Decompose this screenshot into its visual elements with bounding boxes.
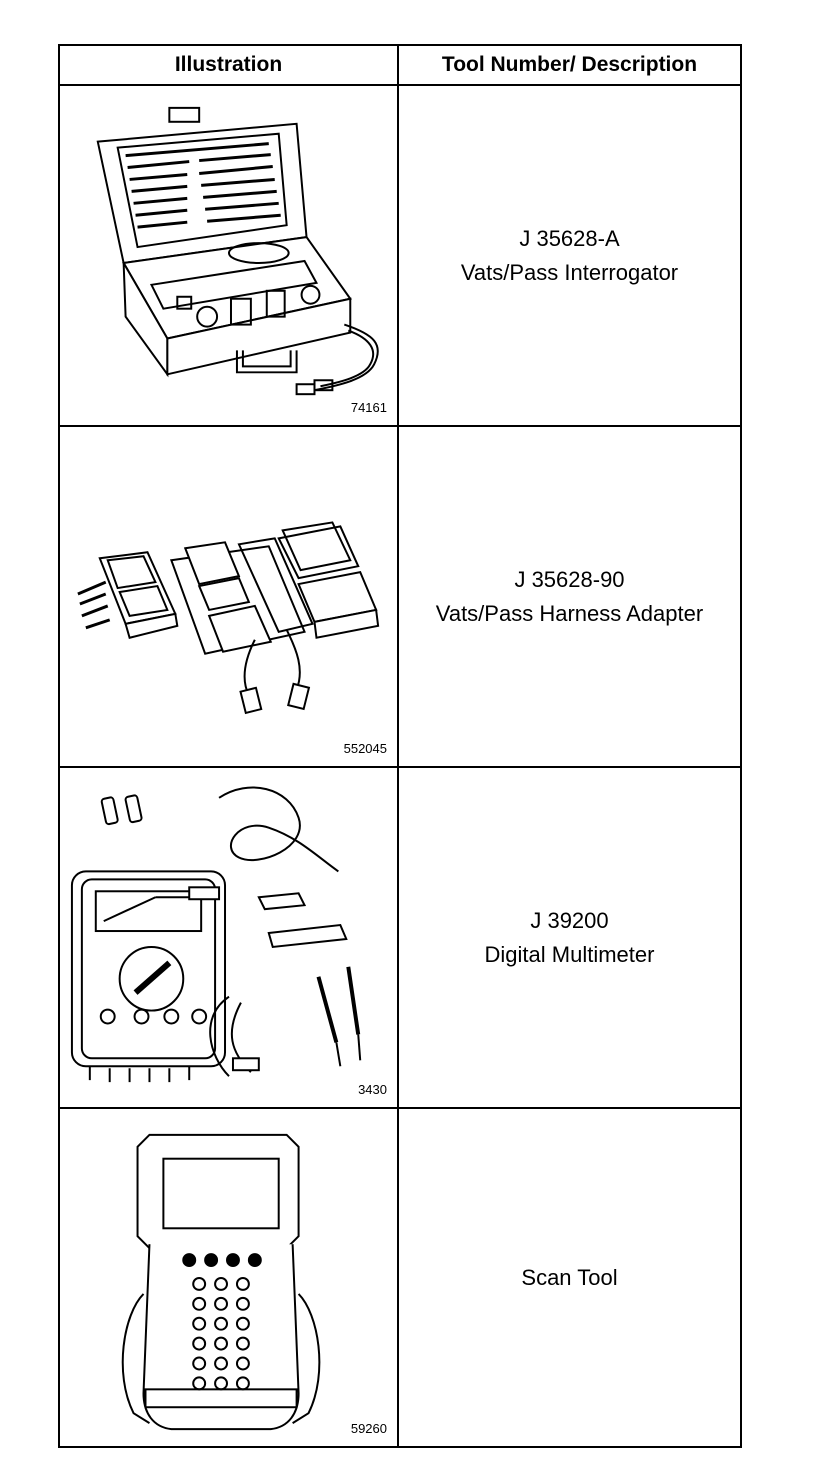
header-illustration: Illustration <box>60 46 399 86</box>
tool-description-cell: J 35628-A Vats/Pass Interrogator <box>399 86 740 427</box>
header-tool-description: Tool Number/ Description <box>399 46 740 86</box>
tool-number: J 35628-90 <box>514 566 625 592</box>
tool-number: J 39200 <box>530 907 609 933</box>
tool-description: Vats/Pass Interrogator <box>460 259 679 285</box>
tool-description-cell: J 35628-90 Vats/Pass Harness Adapter <box>399 427 740 768</box>
illustration-cell: 3430 <box>60 768 399 1109</box>
tool-description: Vats/Pass Harness Adapter <box>435 600 704 626</box>
tool-description-cell: J 39200 Digital Multimeter <box>399 768 740 1109</box>
tool-number: J 35628-A <box>519 225 620 251</box>
tool-description-cell: Scan Tool <box>399 1109 740 1446</box>
tool-description: Scan Tool <box>521 1264 618 1290</box>
tool-table: Illustration Tool Number/ Description <box>58 44 742 1448</box>
harness-adapter-icon <box>77 521 380 715</box>
multimeter-icon <box>70 786 362 1083</box>
scan-tool-icon <box>121 1133 321 1431</box>
illustration-cell: 59260 <box>60 1109 399 1446</box>
figure-number: 552045 <box>343 741 387 756</box>
tool-description: Digital Multimeter <box>484 941 655 967</box>
illustration-cell: 74161 <box>60 86 399 427</box>
interrogator-case-icon <box>96 106 379 396</box>
figure-number: 59260 <box>350 1421 387 1436</box>
figure-number: 3430 <box>358 1082 387 1097</box>
illustration-cell: 552045 <box>60 427 399 768</box>
figure-number: 74161 <box>350 400 387 415</box>
